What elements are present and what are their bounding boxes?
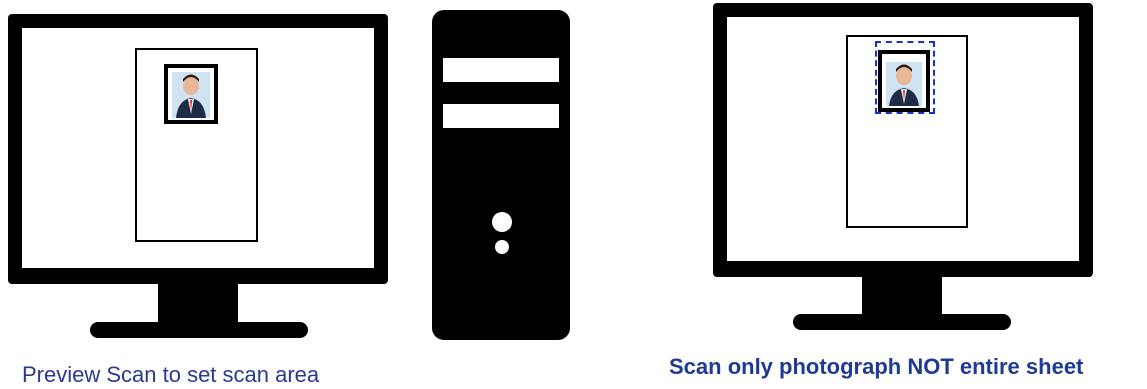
left-caption: Preview Scan to set scan area: [22, 362, 319, 388]
left-person-photo-icon: [164, 64, 218, 124]
scan-selection-box: [875, 41, 935, 114]
person-photo-icon: [168, 68, 214, 120]
right-caption: Scan only photograph NOT entire sheet: [669, 354, 1083, 380]
left-monitor-base: [90, 322, 308, 338]
tower-drive-slot-2: [443, 104, 559, 128]
tower-drive-slot-1: [443, 58, 559, 82]
right-monitor-base: [793, 314, 1011, 330]
tower-power-light: [492, 212, 512, 232]
tower-indicator-light: [495, 240, 509, 254]
